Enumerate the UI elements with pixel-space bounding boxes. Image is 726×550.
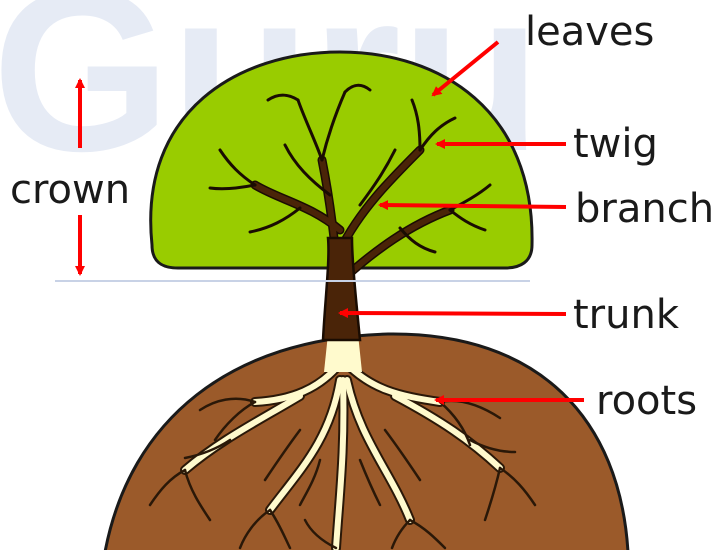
label-roots: roots: [596, 378, 697, 424]
label-trunk: trunk: [573, 292, 680, 338]
trunk-arrow-icon: [340, 313, 566, 314]
label-leaves: leaves: [525, 9, 654, 55]
label-twig: twig: [573, 121, 658, 167]
branch-arrow-icon: [380, 205, 566, 207]
label-branch: branch: [575, 186, 714, 232]
label-crown: crown: [10, 167, 130, 213]
